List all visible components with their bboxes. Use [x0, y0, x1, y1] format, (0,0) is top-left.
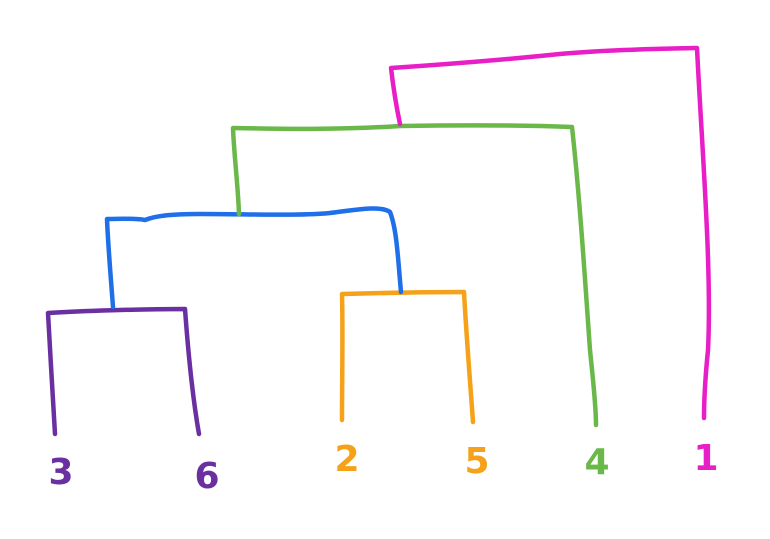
branch-cluster-2-5 [339, 289, 476, 425]
leaf-label-4: 4 [584, 442, 609, 483]
leaf-label-6: 6 [194, 456, 219, 497]
leaf-label-3: 3 [48, 452, 73, 493]
leaf-label-2: 2 [334, 439, 359, 480]
branch-cluster-all [388, 45, 712, 421]
branch-cluster-3-6-2-5 [104, 206, 404, 310]
leaf-label-5: 5 [464, 441, 489, 482]
leaf-label-1: 1 [693, 438, 718, 479]
branch-cluster-3-6 [45, 306, 202, 437]
branch-cluster-3-6-2-5-4 [230, 123, 599, 428]
